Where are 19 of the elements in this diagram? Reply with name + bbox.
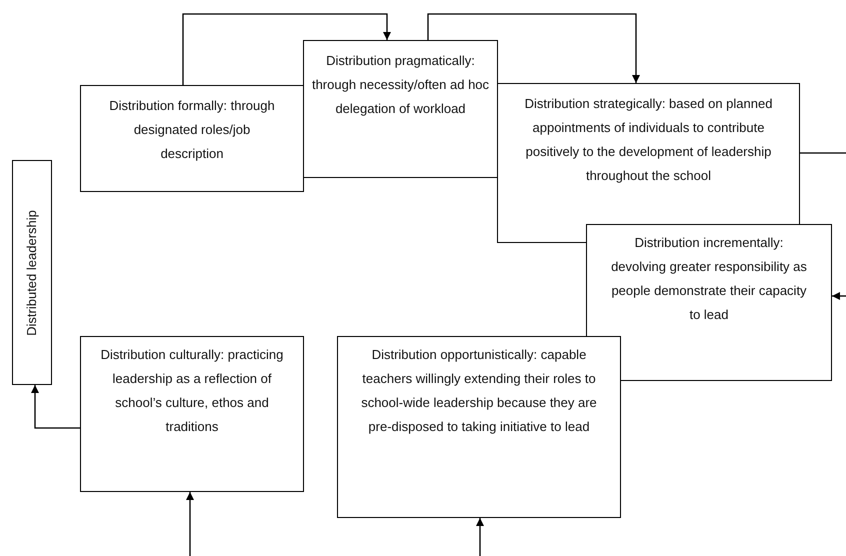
arrow — [427, 13, 640, 83]
box-text: Distribution incrementally: devolving greater responsibility as people demonstrate their capacity to lead — [610, 234, 808, 324]
title-box — [12, 160, 52, 385]
arrow — [476, 518, 484, 556]
arrow — [186, 492, 194, 556]
connector-line — [800, 152, 846, 154]
box-text: Distribution strategically: based on planned appointments of individuals to contribute positively to the development of leadership throughout the school — [524, 95, 774, 185]
arrow — [182, 13, 391, 85]
vertical-label: Distributed leadership — [24, 210, 40, 336]
box-text: Distribution pragmatically: through necessity/often ad hoc delegation of workload — [310, 52, 490, 118]
box-text: Distribution formally: through designated roles/job description — [108, 97, 276, 163]
process-box — [80, 85, 304, 192]
arrow — [31, 385, 80, 429]
process-box — [303, 40, 498, 178]
box-text: Distribution opportunistically: capable teachers willingly extending their roles to school-wide leadership because they are pre-disposed to taking initiative to lead — [360, 346, 598, 436]
process-box — [337, 336, 621, 518]
process-box — [80, 336, 304, 492]
box-text: Distribution culturally: practicing leadership as a reflection of school’s culture, ethos and traditions — [100, 346, 284, 436]
arrow — [832, 292, 846, 300]
